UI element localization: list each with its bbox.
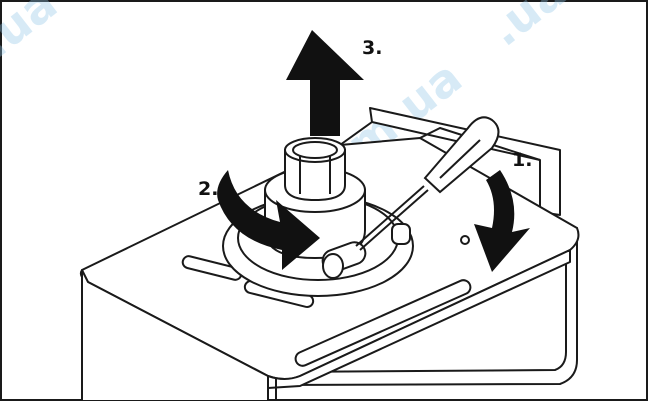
locking-knob-end bbox=[322, 253, 344, 279]
vent-slot-front bbox=[294, 279, 472, 367]
arrow-step-1-down-icon bbox=[474, 170, 530, 272]
arrow-step-2-rotate-icon bbox=[217, 170, 320, 270]
screwdriver-shaft bbox=[359, 189, 429, 251]
front-edge bbox=[267, 249, 571, 389]
screwdriver-handle bbox=[423, 116, 500, 194]
watermark-text-right: .ua bbox=[479, 0, 576, 57]
step-3-label: 3. bbox=[362, 37, 382, 59]
panel-screw bbox=[460, 235, 470, 245]
step-1-label: 1. bbox=[512, 149, 532, 171]
corner-trim bbox=[267, 376, 277, 401]
screwdriver bbox=[355, 116, 500, 251]
step-2-label: 2. bbox=[198, 178, 218, 200]
rear-edge bbox=[339, 121, 541, 161]
screwdriver-shaft-edge bbox=[355, 185, 425, 247]
flue-pipe-inner bbox=[292, 141, 338, 159]
watermark-text-left: .ua bbox=[0, 0, 67, 69]
arrow-step-3-up-icon bbox=[286, 30, 364, 136]
side-clamp bbox=[391, 223, 411, 245]
screwdriver-handle-groove bbox=[439, 139, 481, 179]
